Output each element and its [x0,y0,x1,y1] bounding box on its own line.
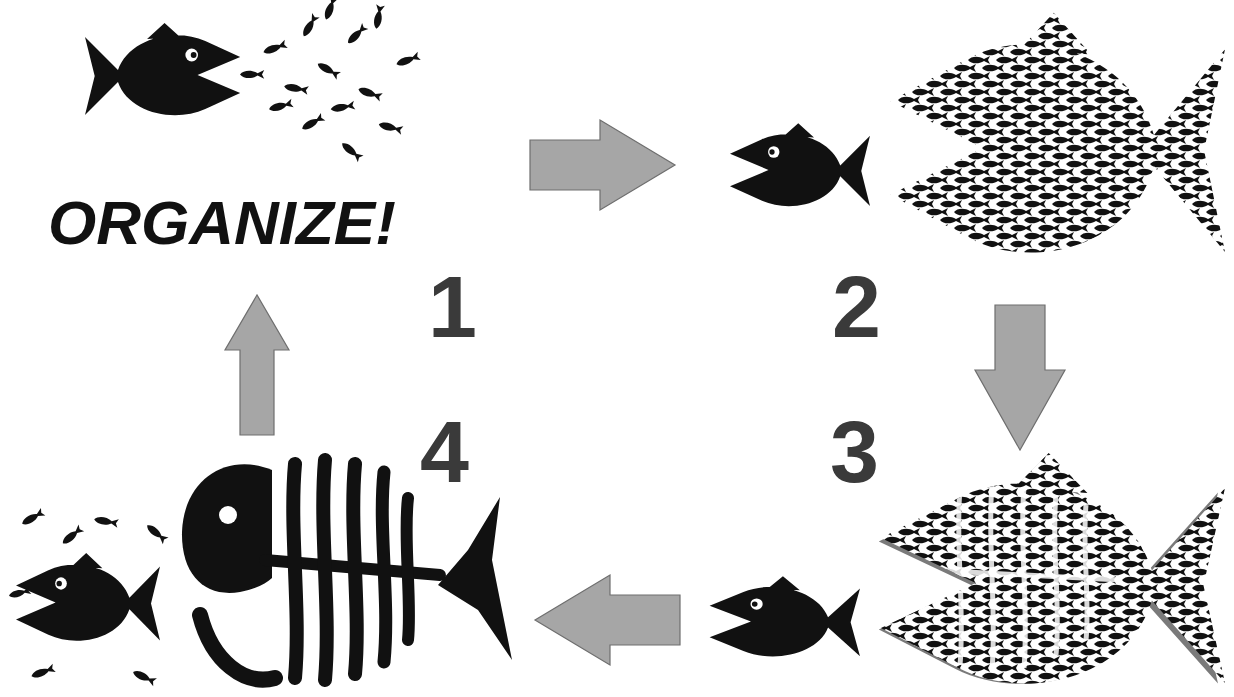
big-fish [85,23,240,115]
small-fish [378,120,404,135]
predator-fish [710,576,860,656]
school-fish [870,440,1234,697]
step-panel: 3 [680,450,1234,697]
small-fish [339,140,363,162]
small-fish [372,4,385,29]
small-fish [357,85,383,102]
small-fish [300,113,325,133]
predator-fish [730,123,870,206]
block-arrow [975,305,1065,450]
step-panel: 2 [675,8,1234,305]
small-fish [60,524,84,546]
block-arrow [530,120,675,210]
small-fish [20,508,45,528]
step-number: 4 [420,408,469,496]
step-panel: ORGANIZE!1 [15,8,530,295]
small-fish [345,23,368,46]
small-fish [395,52,421,69]
small-fish [93,515,118,528]
small-fish [240,70,264,79]
small-fish [131,668,157,686]
school-fish [880,0,1234,270]
block-arrow [535,575,680,665]
small-fish [316,60,341,80]
small-fish-group [8,508,169,686]
small-fish [330,101,355,114]
small-fish [268,99,294,114]
small-fish [283,82,308,95]
small-fish [8,586,31,599]
step-panel: 4 [0,435,535,697]
small-fish [300,13,320,38]
small-fish [30,664,56,681]
small-fish [322,0,339,21]
predator-fish [16,553,160,641]
rib-gaps [930,485,1120,670]
block-arrow [225,295,289,435]
slogan: ORGANIZE! [48,192,396,254]
small-fish [262,40,288,57]
small-fish [144,522,168,544]
step-number: 3 [830,408,879,496]
step-number: 1 [428,263,477,351]
step-number: 2 [832,263,881,351]
small-fish-group [240,0,421,162]
